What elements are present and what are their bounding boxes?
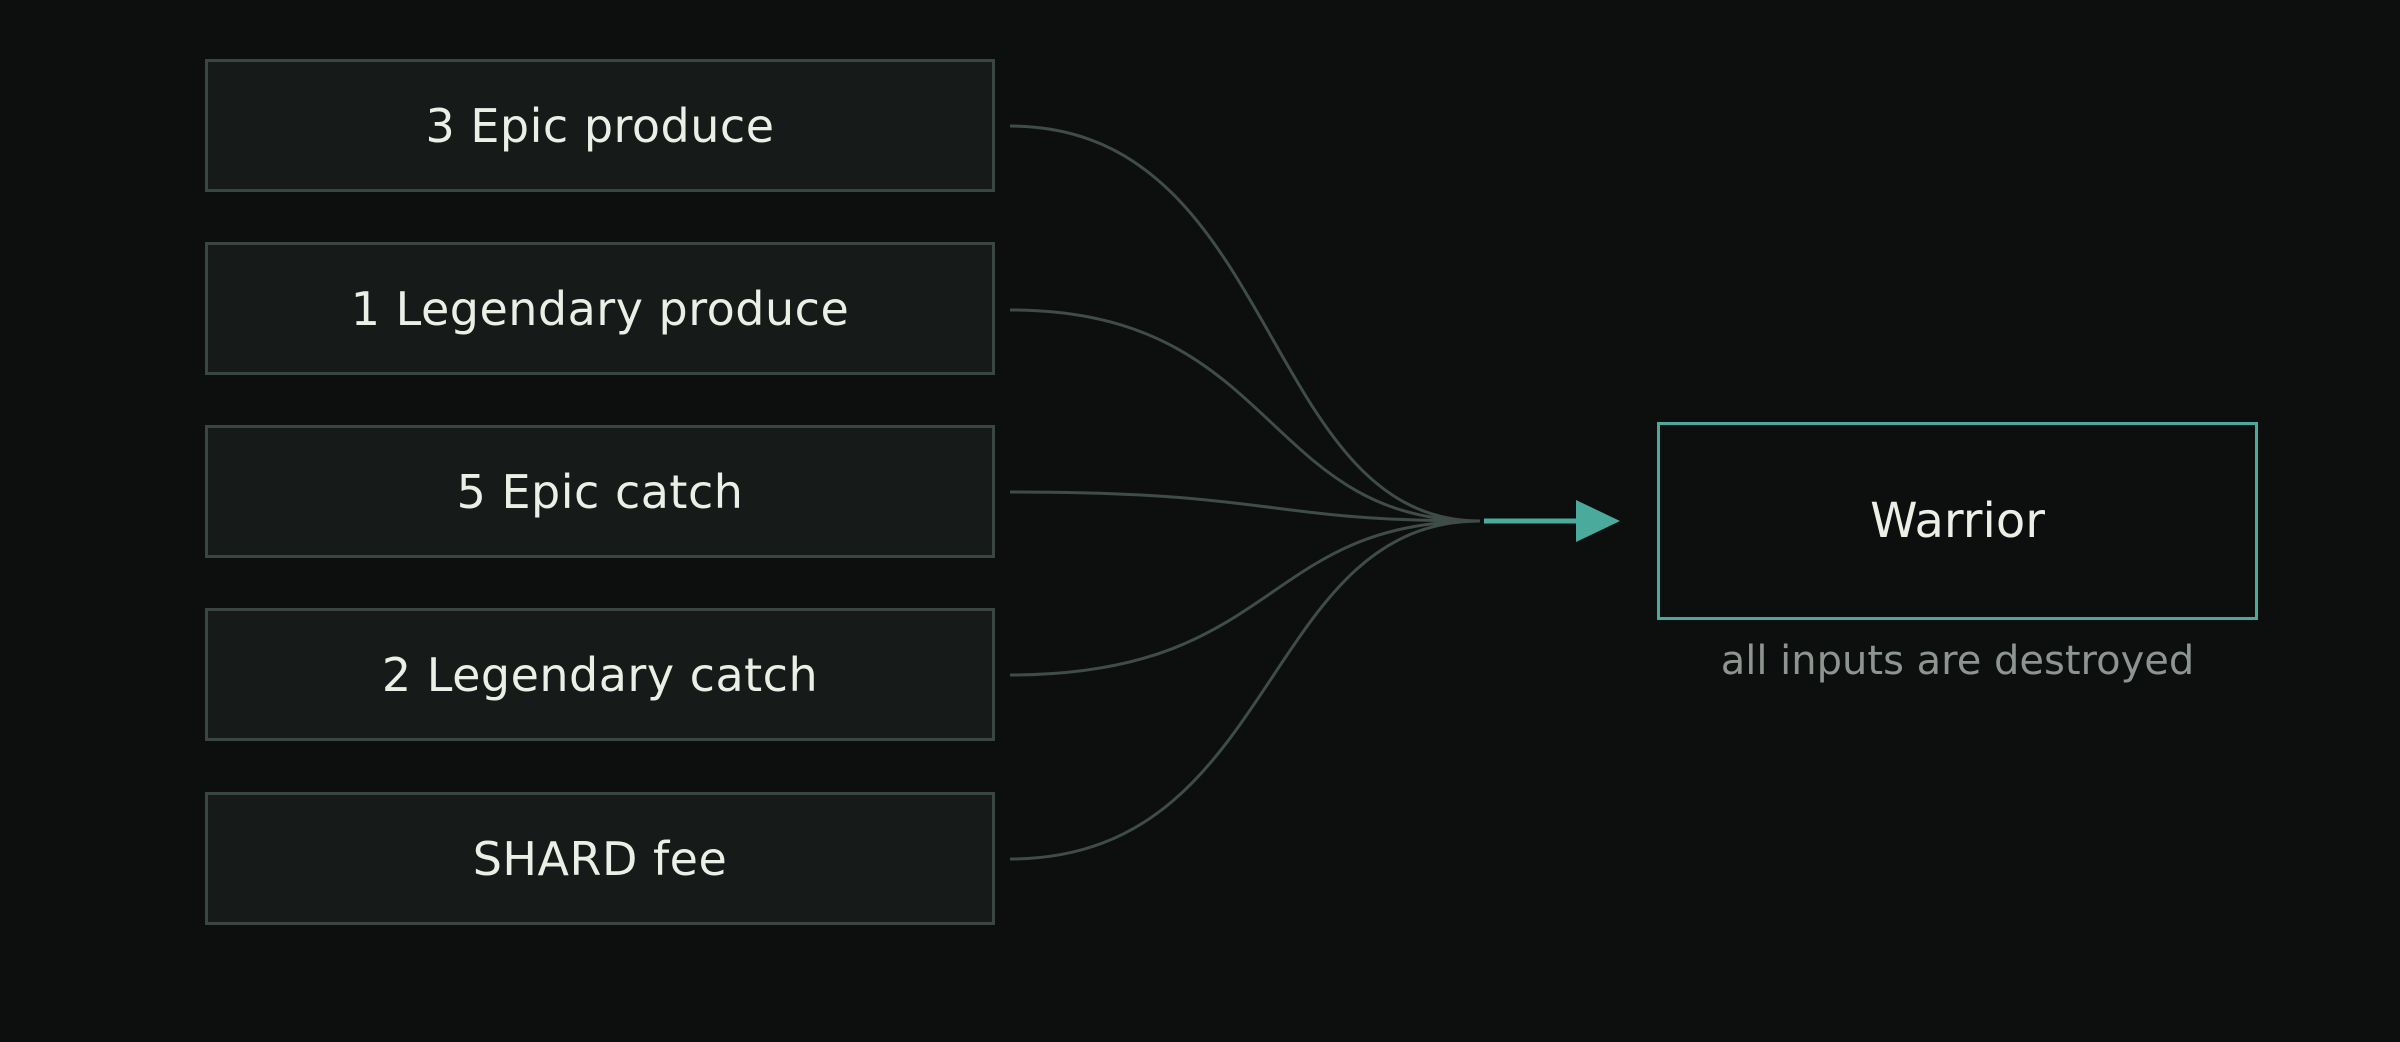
connector-line-3: [1009, 490, 1481, 523]
input-label: 3 Epic produce: [425, 98, 775, 153]
connector-line-4: [1009, 519, 1481, 677]
input-box-shard-fee: SHARD fee: [205, 792, 995, 925]
connector-line-2: [1009, 308, 1481, 523]
input-label: SHARD fee: [472, 831, 728, 886]
arrow-head-icon: [1576, 500, 1620, 542]
connector-line-5: [1009, 519, 1481, 861]
input-label: 1 Legendary produce: [350, 281, 850, 336]
output-label: Warrior: [1870, 493, 2045, 549]
input-box-legendary-catch: 2 Legendary catch: [205, 608, 995, 741]
input-box-epic-catch: 5 Epic catch: [205, 425, 995, 558]
input-label: 5 Epic catch: [456, 464, 744, 519]
output-box-warrior: Warrior: [1657, 422, 2258, 620]
output-note: all inputs are destroyed: [1720, 638, 2195, 684]
input-box-epic-produce: 3 Epic produce: [205, 59, 995, 192]
input-label: 2 Legendary catch: [381, 647, 819, 702]
input-box-legendary-produce: 1 Legendary produce: [205, 242, 995, 375]
connector-line-1: [1009, 124, 1481, 523]
